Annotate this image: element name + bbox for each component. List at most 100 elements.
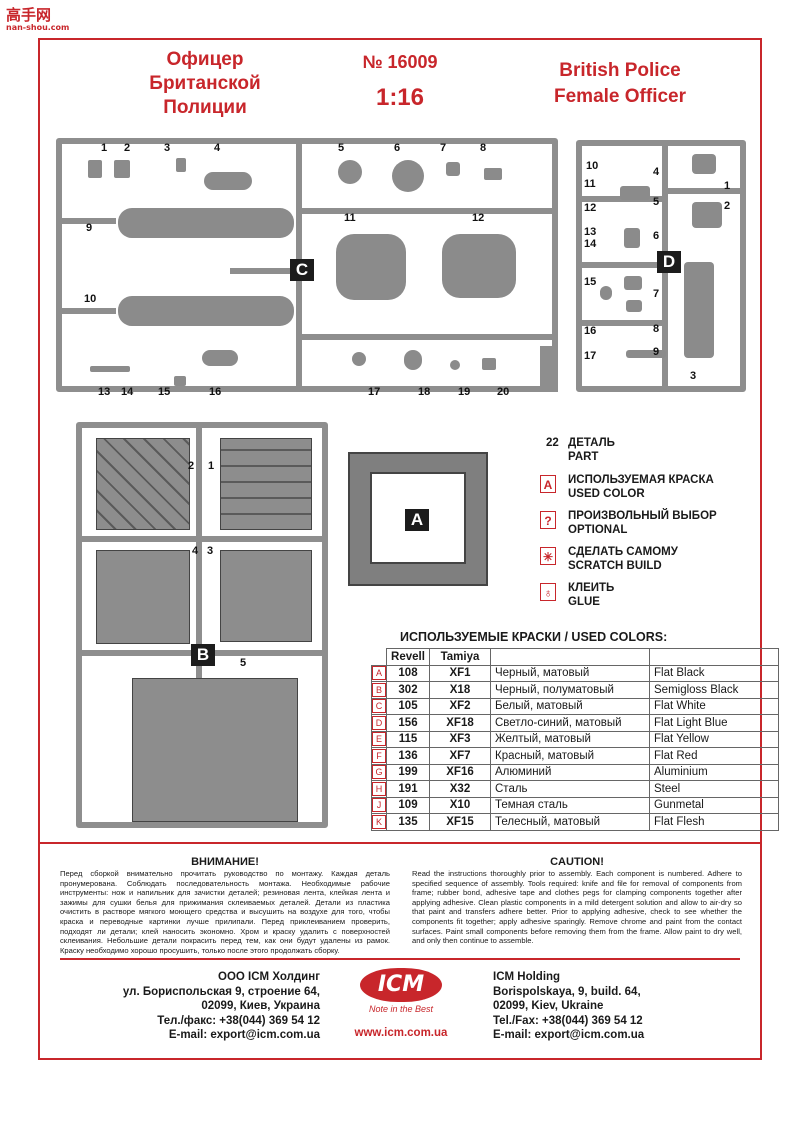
- color-code: A: [372, 666, 386, 681]
- part-number: 5: [338, 142, 345, 154]
- part-number: 14: [121, 386, 134, 398]
- part-number: 19: [458, 386, 471, 398]
- part-number: 9: [653, 346, 660, 358]
- notice-en-text: Read the instructions thoroughly prior t…: [412, 869, 742, 946]
- part-number: 4: [214, 142, 221, 154]
- part-number: 8: [653, 323, 660, 335]
- legend-item-ru: ИСПОЛЬЗУЕМАЯ КРАСКА: [568, 474, 714, 486]
- part-number: 8: [480, 142, 487, 154]
- tamiya-cell: XF7: [429, 747, 491, 765]
- address-ru: ООО ICM Холдинг ул. Бориспольская 9, стр…: [120, 970, 320, 1043]
- tamiya-cell: XF16: [429, 763, 491, 781]
- glue-drop-icon: ♁: [540, 583, 556, 601]
- part-number: 12: [472, 212, 485, 224]
- color-en: Flat Yellow: [649, 730, 779, 748]
- part-number: 9: [86, 222, 93, 234]
- revell-cell: 108: [386, 664, 430, 682]
- title-en-line: Female Officer: [554, 86, 686, 107]
- part-number: 7: [440, 142, 447, 154]
- title-english: British Police Female Officer: [505, 58, 735, 110]
- sprue-d-label: D: [657, 251, 681, 273]
- part-number: 10: [586, 160, 599, 172]
- table-header-row: Revell Tamiya: [372, 648, 779, 666]
- part-number: 16: [584, 325, 597, 337]
- part-number: 16: [209, 386, 222, 398]
- color-ru: Сталь: [490, 780, 650, 798]
- part-number: 3: [690, 370, 697, 382]
- part-number: 13: [584, 226, 597, 238]
- title-ru-line: Офицер: [166, 49, 244, 70]
- part-number: 5: [653, 196, 660, 208]
- legend-item-en: SCRATCH BUILD: [568, 560, 662, 572]
- color-en: Steel: [649, 780, 779, 798]
- legend-part-ru: ДЕТАЛЬ: [568, 437, 615, 449]
- part-number: 6: [394, 142, 401, 154]
- color-code: C: [372, 699, 386, 714]
- part-number: 12: [584, 202, 597, 214]
- revell-cell: 136: [386, 747, 430, 765]
- part-number: 13: [98, 386, 111, 398]
- part-number: 15: [584, 276, 597, 288]
- address-line: Borispolskaya, 9, build. 64,: [493, 985, 641, 998]
- sprue-c-label: C: [290, 259, 314, 281]
- legend-item-ru: ПРОИЗВОЛЬНЫЙ ВЫБОР: [568, 510, 717, 522]
- divider: [60, 958, 740, 960]
- part-number: 6: [653, 230, 660, 242]
- colors-heading: ИСПОЛЬЗУЕМЫЕ КРАСКИ / USED COLORS:: [400, 630, 668, 644]
- tamiya-cell: XF2: [429, 697, 491, 715]
- page-frame: [38, 38, 762, 1060]
- part-number: 4: [192, 545, 199, 557]
- part-number: 20: [497, 386, 510, 398]
- tamiya-cell: XF18: [429, 714, 491, 732]
- color-en: Gunmetal: [649, 796, 779, 814]
- tamiya-cell: X10: [429, 796, 491, 814]
- notice-ru-title: ВНИМАНИЕ!: [191, 856, 259, 868]
- address-line: 02099, Kiev, Ukraine: [493, 1000, 604, 1012]
- part-number: 17: [368, 386, 381, 398]
- color-en: Flat Black: [649, 664, 779, 682]
- notice-ru-text: Перед сборкой внимательно прочитать руко…: [60, 869, 390, 955]
- address-line: Tel./Fax: +38(044) 369 54 12: [493, 1014, 643, 1027]
- color-ru: Белый, матовый: [490, 697, 650, 715]
- address-line: ул. Бориспольская 9, строение 64,: [122, 985, 320, 998]
- color-code: K: [372, 814, 386, 829]
- tamiya-cell: XF1: [429, 664, 491, 682]
- color-en: Flat White: [649, 697, 779, 715]
- legend-item-ru: СДЕЛАТЬ САМОМУ: [568, 546, 678, 558]
- revell-cell: 105: [386, 697, 430, 715]
- part-number: 11: [584, 178, 596, 190]
- color-en: Flat Flesh: [649, 813, 779, 831]
- legend-item-ru: КЛЕИТЬ: [568, 582, 615, 594]
- website-link[interactable]: www.icm.com.ua: [354, 1027, 448, 1039]
- legend-part-en: PART: [568, 451, 599, 463]
- title-russian: Офицер Британской Полиции: [110, 48, 300, 120]
- color-code: B: [372, 682, 386, 697]
- legend-item-en: OPTIONAL: [568, 524, 628, 536]
- used-color-icon: A: [540, 475, 556, 493]
- color-en: Flat Light Blue: [649, 714, 779, 732]
- part-number: 1: [208, 460, 215, 472]
- part-number: 11: [344, 212, 356, 224]
- asterisk-icon: ✳: [540, 547, 556, 565]
- color-code: H: [372, 781, 386, 796]
- part-number: 2: [724, 200, 731, 212]
- color-en: Semigloss Black: [649, 681, 779, 699]
- color-code: J: [372, 798, 386, 813]
- address-line: 02099, Киев, Украина: [201, 1000, 320, 1012]
- tamiya-cell: X18: [429, 681, 491, 699]
- revell-cell: 109: [386, 796, 430, 814]
- part-number: 17: [584, 350, 597, 362]
- tamiya-cell: XF15: [429, 813, 491, 831]
- part-number: 1: [101, 142, 108, 154]
- part-number: 2: [188, 460, 195, 472]
- icm-logo-text: ICM: [377, 972, 425, 997]
- legend-item-en: USED COLOR: [568, 488, 645, 500]
- color-ru: Алюминий: [490, 763, 650, 781]
- part-number: 10: [84, 293, 97, 305]
- address-en: ICM Holding Borispolskaya, 9, build. 64,…: [493, 970, 693, 1043]
- kit-scale: 1:16: [375, 84, 425, 111]
